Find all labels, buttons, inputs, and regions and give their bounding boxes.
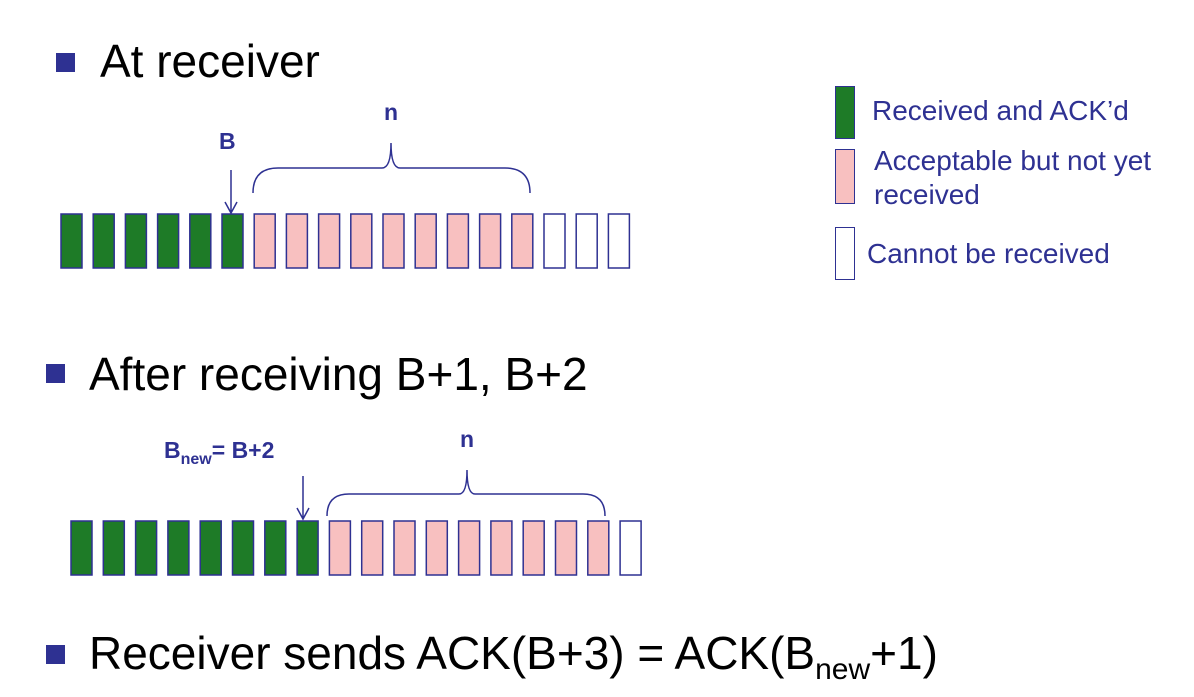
sequence-row-1 [60, 213, 631, 269]
heading-3-tail: +1) [870, 627, 938, 679]
row1-slot-acceptable [253, 213, 276, 269]
row1-slot-cannot [543, 213, 566, 269]
row2-slot-acceptable [328, 520, 352, 576]
window-brace-2 [326, 469, 606, 517]
row1-slot-acked [60, 213, 83, 269]
row2-slot-acked [199, 520, 222, 576]
row2-slot-acked [231, 520, 255, 576]
bullet-1 [56, 53, 75, 72]
row1-slot-acceptable [350, 213, 373, 269]
row2-slot-acked [167, 520, 190, 576]
row1-slot-acked [156, 213, 180, 269]
row1-slot-acked [189, 213, 212, 269]
row2-slot-acceptable [554, 520, 578, 576]
bullet-3 [46, 645, 65, 664]
row2-slot-acked [264, 520, 287, 576]
row2-slot-cannot [619, 520, 642, 576]
row1-slot-acceptable [382, 213, 405, 269]
bullet-2 [46, 364, 65, 383]
pointer-label-b: B [219, 128, 236, 154]
row2-slot-acceptable [393, 520, 416, 576]
row1-slot-acked [92, 213, 115, 269]
row2-slot-acked [134, 520, 158, 576]
window-label-n-2: n [460, 426, 475, 452]
pointer-arrow-2 [296, 476, 310, 521]
legend-swatch-acceptable [835, 149, 855, 204]
pointer-label-bnew-main: B [164, 437, 181, 463]
heading-3-sub: new [815, 653, 871, 686]
row1-slot-cannot [607, 213, 631, 269]
row2-slot-acked [296, 520, 319, 576]
heading-3-main: Receiver sends ACK(B+3) = ACK(B [89, 627, 816, 679]
row1-slot-cannot [575, 213, 598, 269]
legend-cannot: Cannot be received [867, 238, 1110, 269]
legend-acceptable: Acceptable but not yet received [874, 145, 1152, 211]
sequence-row-2 [70, 520, 642, 576]
window-brace-1 [252, 142, 531, 194]
row1-slot-acceptable [285, 213, 309, 269]
heading-receiver-sends: Receiver sends ACK(B+3) = ACK(Bnew+1) [89, 627, 938, 685]
pointer-label-bnew-sub: new [180, 451, 212, 468]
row2-slot-acceptable [360, 520, 384, 576]
window-label-n-1: n [384, 99, 399, 125]
legend-received: Received and ACK’d [872, 95, 1129, 126]
row1-slot-acceptable [478, 213, 502, 269]
legend-swatch-received [835, 86, 855, 139]
row1-slot-acceptable [317, 213, 341, 269]
row2-slot-acceptable [522, 520, 545, 576]
row1-slot-acceptable [511, 213, 534, 269]
row1-slot-acked [221, 213, 244, 269]
pointer-label-bnew-tail: = B+2 [211, 437, 275, 463]
pointer-label-bnew: Bnew= B+2 [164, 437, 275, 468]
row2-slot-acceptable [587, 520, 610, 576]
row2-slot-acceptable [490, 520, 513, 576]
legend-swatch-cannot [835, 227, 855, 280]
heading-after-receiving: After receiving B+1, B+2 [89, 348, 588, 400]
pointer-arrow-1 [224, 170, 238, 215]
heading-at-receiver: At receiver [100, 35, 320, 87]
row1-slot-acceptable [446, 213, 470, 269]
row2-slot-acceptable [425, 520, 449, 576]
row2-slot-acceptable [457, 520, 481, 576]
row2-slot-acked [102, 520, 126, 576]
row1-slot-acked [124, 213, 148, 269]
row1-slot-acceptable [414, 213, 437, 269]
row2-slot-acked [70, 520, 93, 576]
